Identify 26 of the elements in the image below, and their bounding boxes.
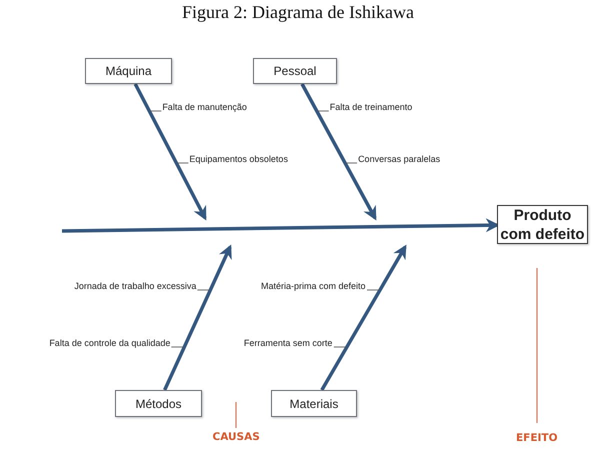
leader-line	[148, 110, 162, 112]
cause-label: Ferramenta sem corte	[244, 338, 332, 349]
figure-title: Figura 2: Diagrama de Ishikawa	[181, 2, 415, 23]
bone-arrow	[134, 83, 207, 220]
cause-label: Falta de treinamento	[330, 102, 412, 113]
category-box: Materiais	[271, 390, 357, 417]
section-label: CAUSAS	[212, 431, 260, 443]
cause-label: Matéria-prima com defeito	[260, 281, 366, 292]
bone-arrow	[163, 244, 232, 391]
cause-label: Equipamentos obsoletos	[189, 154, 288, 165]
cause-label: Jornada de trabalho excessiva	[74, 281, 196, 292]
leader-line	[176, 162, 189, 164]
section-label: EFEITO	[516, 432, 558, 444]
category-box: Máquina	[85, 58, 172, 84]
bone-arrow	[300, 83, 377, 220]
effect-box: Produto com defeito	[497, 205, 588, 244]
leader-line	[344, 162, 358, 164]
leader-line	[333, 346, 348, 348]
leader-line	[170, 346, 185, 348]
category-box: Pessoal	[253, 58, 337, 84]
category-box: Métodos	[115, 390, 202, 417]
cause-label: Conversas paralelas	[358, 154, 440, 165]
leader-line	[316, 110, 330, 112]
bone-arrow	[320, 244, 407, 391]
cause-label: Falta de controle da qualidade	[49, 338, 170, 349]
cause-label: Falta de manutenção	[162, 102, 247, 113]
